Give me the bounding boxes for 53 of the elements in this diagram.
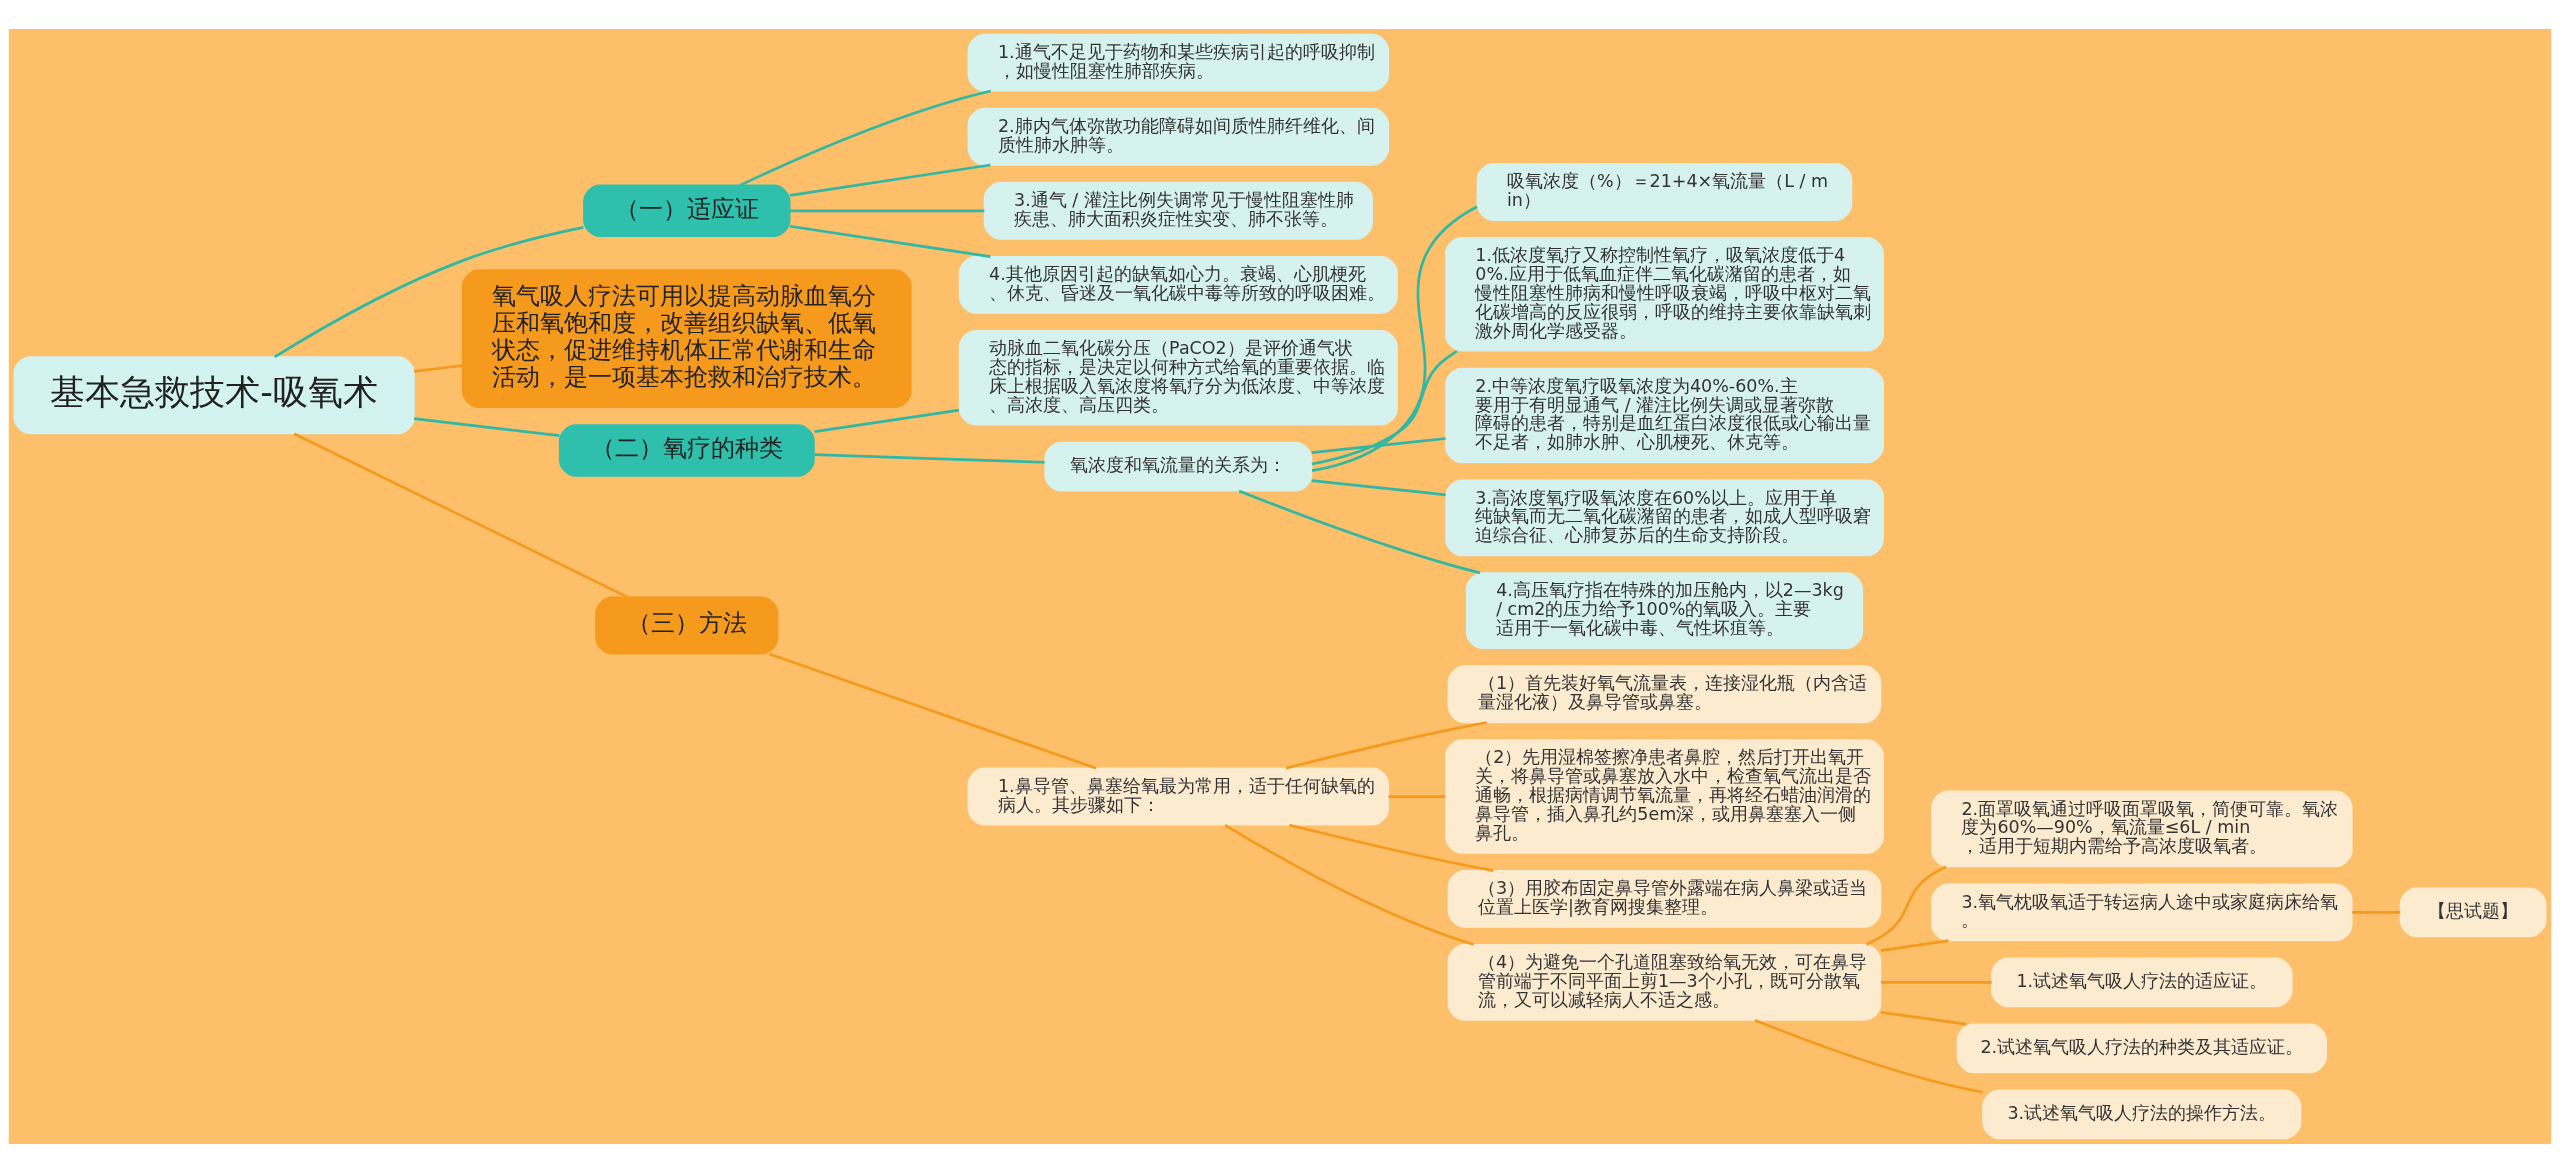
connector bbox=[789, 224, 991, 258]
connector bbox=[274, 226, 584, 358]
node-box: 1.通气不足见于药物和某些疾病引起的呼吸抑制，如慢性阻塞性肺部疾病。 bbox=[967, 33, 1390, 92]
connector bbox=[1238, 489, 1481, 575]
node-box: （三）方法 bbox=[595, 596, 779, 655]
connector bbox=[413, 364, 463, 373]
connector bbox=[2352, 911, 2401, 914]
connector bbox=[1754, 1019, 1983, 1094]
node-box: 2.面罩吸氧通过呼吸面罩吸氧，简便可靠。氧浓度为60%—90%，氧流量≤6L / min，适用于短期内需给予高浓度吸氧者。 bbox=[1931, 790, 2353, 868]
connector bbox=[1288, 823, 1494, 872]
connector bbox=[1388, 795, 1446, 798]
connector bbox=[1880, 1010, 1967, 1026]
node-box: 吸氧浓度（%）＝21+4×氧流量（L / min） bbox=[1476, 163, 1853, 221]
node-box: （一）适应证 bbox=[583, 184, 791, 238]
node-box: 2.试述氧气吸人疗法的种类及其适应证。 bbox=[1956, 1023, 2327, 1074]
node-box: 氧浓度和氧流量的关系为： bbox=[1044, 441, 1313, 492]
node-box: 2.中等浓度氧疗吸氧浓度为40%-60%.主要用于有明显通气 / 灌注比例失调或显著弥散障碍的患者，特别是血红蛋白浓度很低或心输出量不足者，如肺水肿、心肌梗死、休克等。 bbox=[1444, 367, 1884, 464]
node-box: 3.试述氧气吸人疗法的操作方法。 bbox=[1982, 1089, 2302, 1140]
connector bbox=[814, 453, 1045, 464]
node-box: （4）为避免一个孔道阻塞致给氧无效，可在鼻导管前端于不同平面上剪1—3个小孔，既可分散氧流，又可以减轻病人不适之感。 bbox=[1447, 944, 1882, 1021]
connector bbox=[1311, 350, 1458, 466]
node-box: 【思试题】 bbox=[2399, 887, 2547, 938]
node-box: 动脉血二氧化碳分压（PaCO2）是评价通气状态的指标，是决定以何种方式给氧的重要依据。临床上根据吸入氧浓度将氧疗分为低浓度、中等浓度、高浓度、高压四类。 bbox=[958, 329, 1398, 426]
node-box: 4.其他原因引起的缺氧如心力。衰竭、心肌梗死、休克、昏迷及一氧化碳中毒等所致的呼吸困难。 bbox=[958, 255, 1398, 314]
connector bbox=[739, 89, 991, 187]
connector bbox=[1865, 865, 1947, 946]
connector bbox=[1311, 479, 1446, 497]
connector bbox=[1880, 939, 1949, 952]
connector bbox=[293, 432, 629, 599]
node-box: （3）用胶布固定鼻导管外露端在病人鼻梁或适当位置上医学|教育网搜集整理。 bbox=[1447, 869, 1882, 928]
connector bbox=[1311, 437, 1446, 454]
connector bbox=[769, 652, 1097, 770]
connector bbox=[1224, 823, 1475, 946]
node-box: 1.试述氧气吸人疗法的适应证。 bbox=[1991, 957, 2293, 1008]
node-box: 氧气吸人疗法可用以提高动脉血氧分压和氧饱和度，改善组织缺氧、低氧状态，促进维持机体正常代谢和生命活动，是一项基本抢救和治疗技术。 bbox=[461, 269, 912, 409]
node-box: 3.高浓度氧疗吸氧浓度在60%以上。应用于单纯缺氧而无二氧化碳潴留的患者，如成人型呼吸窘迫综合征、心肺复苏后的生命支持阶段。 bbox=[1444, 479, 1884, 557]
connector bbox=[1880, 981, 1992, 984]
node-box: 基本急救技术-吸氧术 bbox=[13, 356, 415, 435]
node-box: （1）首先装好氧气流量表，连接湿化瓶（内含适量湿化液）及鼻导管或鼻塞。 bbox=[1447, 665, 1882, 724]
connector bbox=[814, 408, 960, 433]
node-box: （二）氧疗的种类 bbox=[558, 424, 815, 477]
connector bbox=[1285, 721, 1487, 770]
node-box: 1.鼻导管、鼻塞给氧最为常用，适于任何缺氧的病人。其步骤如下： bbox=[967, 767, 1390, 826]
node-box: 1.低浓度氧疗又称控制性氧疗，吸氧浓度低于40%.应用于低氧血症伴二氧化碳潴留的患者，如慢性阻塞性肺病和慢性呼吸衰竭，呼吸中枢对二氧化碳增高的反应很弱，呼吸的维持主要依靠缺氧刺激外周化学感受器。 bbox=[1444, 237, 1884, 352]
connector bbox=[1311, 205, 1478, 472]
node-box: 3.氧气枕吸氧适于转运病人途中或家庭病床给氧。 bbox=[1931, 883, 2353, 942]
node-box: 2.肺内气体弥散功能障碍如间质性肺纤维化、间质性肺水肿等。 bbox=[967, 107, 1390, 166]
connector bbox=[789, 163, 991, 197]
connector bbox=[413, 417, 560, 437]
node-box: 3.通气 / 灌注比例失调常见于慢性阻塞性肺疾患、肺大面积炎症性实变、肺不张等。 bbox=[983, 181, 1373, 240]
node-box: （2）先用湿棉签擦净患者鼻腔，然后打开出氧开关，将鼻导管或鼻塞放入水中，检查氧气流出是否通畅，根据病情调节氧流量，再将经石蜡油润滑的鼻导管，插入鼻孔约5em深，或用鼻塞塞入一侧鼻孔。 bbox=[1444, 739, 1884, 854]
connector bbox=[790, 209, 985, 213]
node-box: 4.高压氧疗指在特殊的加压舱内，以2—3kg / cm2的压力给予100%的氧吸入。主要适用于一氧化碳中毒、气性坏疽等。 bbox=[1465, 572, 1864, 650]
